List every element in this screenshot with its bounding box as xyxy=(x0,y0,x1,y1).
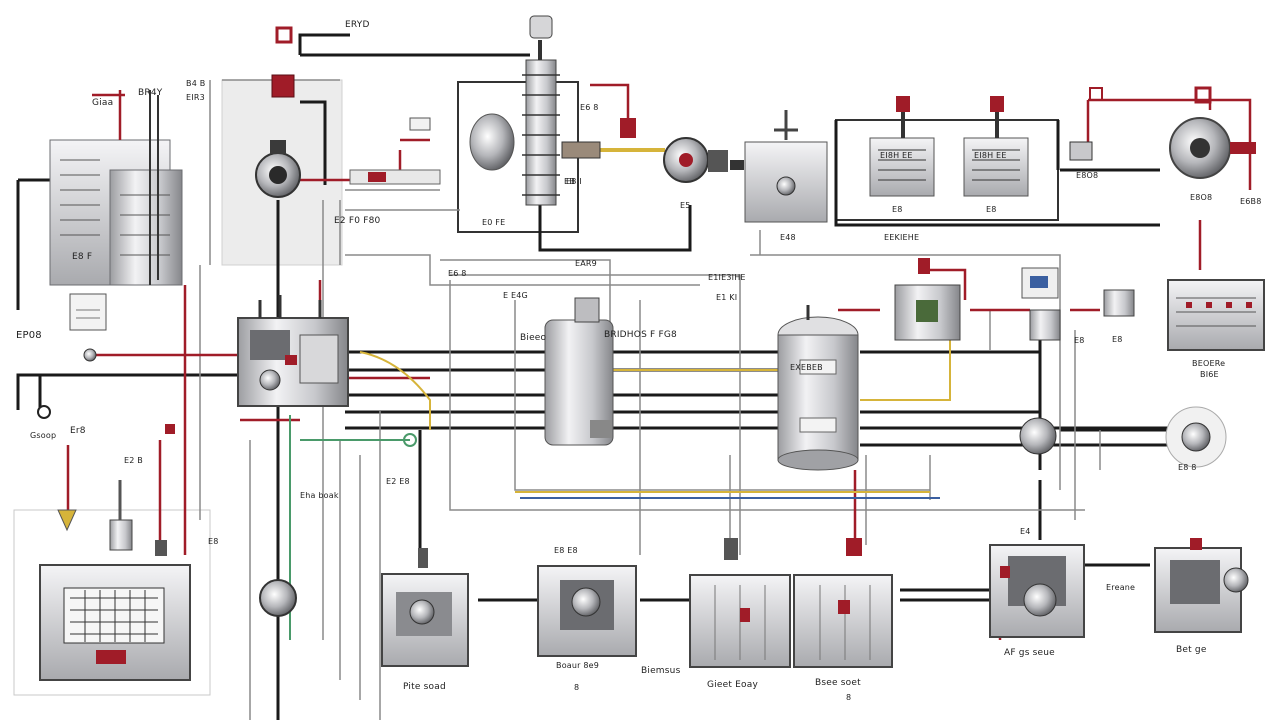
label-central-vessel: EXEBEB xyxy=(790,363,823,372)
label-bottom-small-4: E48 xyxy=(780,233,796,242)
upper-right-boxes xyxy=(869,96,1029,197)
label-upper-right-box-tag2: E8 xyxy=(986,205,997,214)
label-center-top: E0 FE xyxy=(482,218,506,227)
label-bottom-left-panel: E8 xyxy=(208,537,219,546)
label-center-top-block: E1IE3IHE xyxy=(708,273,746,282)
lower-left-panel-frame xyxy=(13,509,211,696)
left-gauge-box xyxy=(69,293,107,362)
right-top-pump xyxy=(1069,86,1256,179)
label-left-panel-foot: E8 F xyxy=(72,252,93,262)
label-bottom-4: Gieet Eoay xyxy=(707,680,758,690)
center-column-unit xyxy=(469,15,636,206)
label-far-right-panel: BEOERe xyxy=(1192,359,1226,368)
label-right-small-sensor: E8 xyxy=(1112,335,1123,344)
label-left-gauge: Gsoop xyxy=(30,431,57,440)
label-far-right-sub: BI6E xyxy=(1200,370,1219,379)
far-right-panel xyxy=(1167,279,1265,351)
main-manifold xyxy=(237,295,349,407)
label-left-panel-code3: EIR3 xyxy=(186,93,205,102)
label-left-sensor: E2 B xyxy=(124,456,143,465)
label-bottom-7: Bet ge xyxy=(1176,645,1207,655)
bottom-left-control-panel xyxy=(39,480,297,681)
label-right-pump-small: E6B8 xyxy=(1240,197,1262,206)
left-cabinet xyxy=(49,90,183,286)
label-top-center: ERYD xyxy=(345,20,370,30)
bottom-unit-3 xyxy=(689,538,791,668)
label-right-motor: E8 8 xyxy=(1178,463,1197,472)
label-bottom-6: AF gs seue xyxy=(1004,648,1055,658)
bottom-unit-4 xyxy=(793,538,893,668)
label-tank-small: E1 KI xyxy=(716,293,738,302)
top-pump xyxy=(663,137,744,183)
label-right-pump: E8O8 xyxy=(1076,171,1099,180)
label-tank-center: BRIDHOS F FG8 xyxy=(604,330,677,340)
label-center-mid: Eha boak xyxy=(300,491,339,500)
label-tank-mid: E E4G xyxy=(503,291,528,300)
red-pipes xyxy=(66,83,1252,640)
top-left-regulator xyxy=(255,26,301,198)
label-mid-band: E2 F0 F80 xyxy=(334,216,381,226)
label-upper-right-box-tag1: E8 xyxy=(892,205,903,214)
label-mid-yellow: E2 E8 xyxy=(386,477,410,486)
label-upper-valve: E8 I xyxy=(566,177,582,186)
label-upper-right-unit: EAR9 xyxy=(575,259,597,268)
label-left-panel-title: Giaa xyxy=(92,98,114,108)
inline-sensor-top xyxy=(349,117,441,185)
label-bottom-8: Ereane xyxy=(1106,583,1136,592)
label-upper-right-box2: EI8H EE xyxy=(974,151,1007,160)
upper-middle-box xyxy=(744,110,828,223)
label-bottom-5b: 8 xyxy=(846,693,852,702)
label-left-panel-code: BR4Y xyxy=(138,88,163,98)
bottom-unit-6 xyxy=(1154,538,1249,633)
label-right-far: E8O8 xyxy=(1190,193,1213,202)
label-upper-box: E5 xyxy=(680,201,691,210)
label-tank-left: Bieeo xyxy=(520,333,547,343)
label-bottom-3: Biemsus xyxy=(641,666,681,676)
label-left-mid: Er8 xyxy=(70,426,86,436)
label-bottom-small-5: EB xyxy=(564,177,575,186)
label-right-mid-unit: EEKIEHE xyxy=(884,233,920,242)
label-left-edge: EP08 xyxy=(16,330,42,341)
bottom-unit-5 xyxy=(989,544,1085,638)
bottom-unit-1 xyxy=(381,573,469,667)
left-tank xyxy=(544,297,614,446)
accent-pipes xyxy=(289,148,951,640)
inline-valves xyxy=(37,405,428,568)
right-round-gauge xyxy=(1019,406,1227,468)
label-mid-small: E6 8 xyxy=(448,269,467,278)
label-bottom-5: Bsee soet xyxy=(815,678,861,688)
label-bottom-2b: 8 xyxy=(574,683,580,692)
label-upper-right-box1: EI8H EE xyxy=(880,151,913,160)
label-left-panel-code2: B4 B xyxy=(186,79,206,88)
bottom-unit-2 xyxy=(537,565,637,657)
label-upper-cyl: E6 8 xyxy=(580,103,599,112)
label-center-mid2: E8 E8 xyxy=(554,546,578,555)
label-bottom-2: Boaur 8e9 xyxy=(556,661,600,670)
gray-pipes xyxy=(199,79,1101,720)
right-valve-cluster xyxy=(894,258,1135,341)
label-bottom-1: Pite soad xyxy=(403,682,446,692)
label-bottom-small-3: E4 xyxy=(1020,527,1031,536)
main-vessel xyxy=(777,305,859,471)
label-right-vertical: E8 xyxy=(1074,336,1085,345)
